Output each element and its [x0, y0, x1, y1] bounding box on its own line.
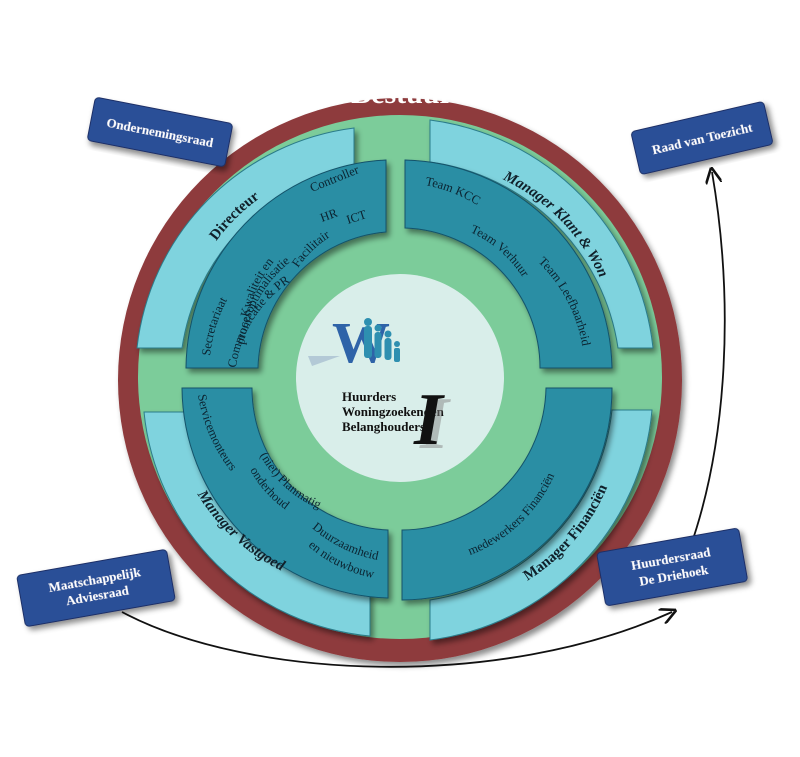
team-hr: HR [318, 205, 340, 224]
center-mark-shadow: I [419, 383, 451, 465]
quadrant-top-right-inner [404, 159, 613, 369]
center-line-woningzoekenden: Woningzoekenden [342, 404, 445, 419]
title-bestuur: Bestuur [351, 77, 453, 110]
center-mark: I I [413, 379, 451, 465]
quadrant-bottom-right-outer [429, 409, 653, 641]
box-raad-van-toezicht[interactable]: Raad van Toezicht [631, 101, 773, 175]
center-text: Huurders Woningzoekenden Belanghouders [342, 389, 445, 434]
quadrant-top-right-outer [429, 119, 654, 349]
box-huurdersraad[interactable]: Huurdersraad De Driehoek [596, 528, 748, 606]
center-circle [296, 274, 504, 482]
logo-w-icon: W [308, 310, 400, 375]
box-maatschappelijk-adviesraad[interactable]: Maatschappelijk Adviesraad [16, 549, 176, 627]
arrow-maatschappelijk-to-huurdersraad [121, 612, 672, 668]
team-ict: ICT [345, 207, 369, 227]
arrow-huurdersraad-to-toezicht [689, 172, 726, 549]
center-line-huurders: Huurders [342, 389, 396, 404]
center-line-belanghouders: Belanghouders [342, 419, 425, 434]
quadrant-bottom-left-inner [181, 387, 389, 599]
quadrant-bottom-right-inner [401, 387, 613, 601]
box-ondernemingsraad[interactable]: Ondernemingsraad [87, 97, 233, 167]
quadrant-top-left-inner [185, 159, 387, 369]
center-mark-letter: I [413, 379, 445, 461]
